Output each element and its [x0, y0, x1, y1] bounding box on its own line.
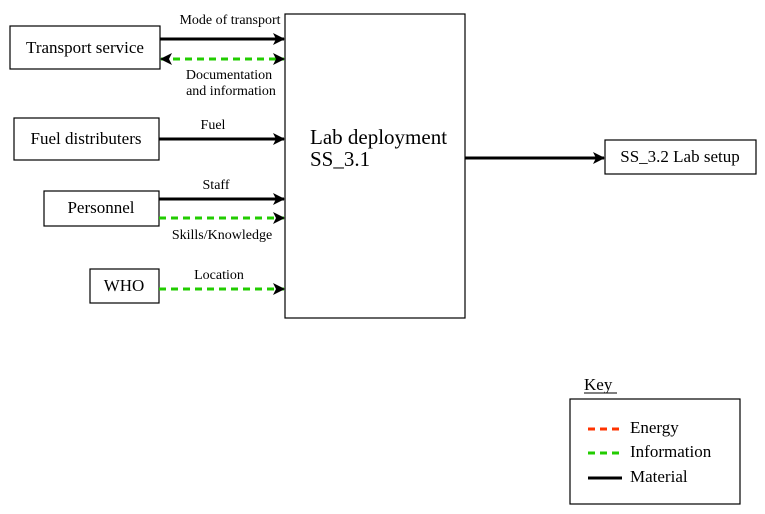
documentation-label-line1: Documentation: [186, 68, 272, 83]
transport-service-label: Transport service: [26, 38, 144, 57]
energy-legend-label: Energy: [630, 418, 679, 437]
lab-deployment-code: SS_3.1: [310, 147, 370, 171]
key-box: [569, 398, 741, 505]
personnel-label: Personnel: [67, 198, 134, 217]
location-label: Location: [194, 268, 244, 283]
fuel-distributers-label: Fuel distributers: [31, 129, 142, 148]
staff-label: Staff: [203, 178, 230, 193]
key-title: Key: [584, 375, 613, 394]
fuel-label: Fuel: [201, 118, 226, 133]
who-node: WHO: [89, 268, 160, 304]
information-legend-label: Information: [630, 442, 712, 461]
key-legend: Key Energy Information Material: [569, 375, 741, 505]
lab-deployment-title: Lab deployment: [310, 125, 447, 149]
documentation-label-line2: and information: [186, 84, 276, 99]
fuel-distributers-node: Fuel distributers: [13, 117, 160, 161]
material-legend-label: Material: [630, 467, 688, 486]
lab-setup-label: SS_3.2 Lab setup: [620, 147, 739, 166]
transport-service-node: Transport service: [9, 25, 161, 70]
lab-deployment-node: Lab deployment SS_3.1: [284, 13, 466, 319]
mode-of-transport-label: Mode of transport: [179, 13, 280, 28]
personnel-node: Personnel: [43, 190, 160, 227]
lab-setup-node: SS_3.2 Lab setup: [604, 139, 757, 175]
who-label: WHO: [104, 276, 145, 295]
skills-label: Skills/Knowledge: [172, 228, 272, 243]
